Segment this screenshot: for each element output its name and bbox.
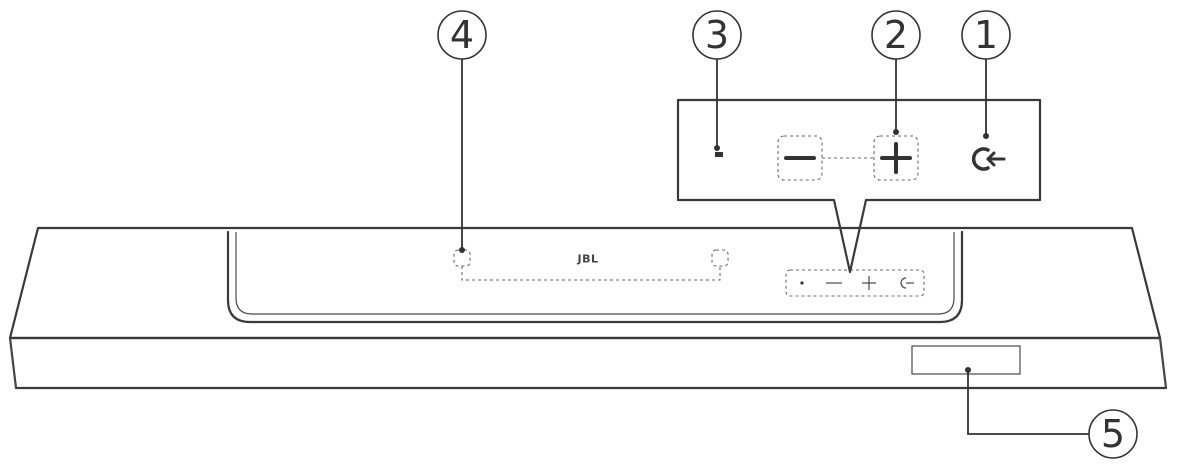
small-cluster-outline [785, 269, 925, 297]
callout-3-circle [692, 10, 742, 60]
callout-3-label: 3 [705, 13, 729, 57]
leader-4-dot [459, 247, 465, 253]
right-sensor-marker [711, 249, 729, 267]
callout-4-circle [437, 10, 487, 60]
volume-down-outline [777, 135, 823, 181]
callout-1-circle [961, 10, 1011, 60]
callout-2: 2 [871, 10, 921, 60]
zoom-callout-box [676, 98, 1042, 274]
top-panel-inner-outline [235, 232, 955, 315]
leader-5 [967, 370, 1090, 435]
callout-1: 1 [961, 10, 1011, 60]
callout-1-label: 1 [974, 13, 998, 57]
soundbar-right-edge [1159, 337, 1167, 389]
input-source-icon [971, 147, 990, 171]
small-button-cluster [785, 269, 925, 297]
soundbar-body [8, 226, 1168, 390]
callout-3: 3 [692, 10, 742, 60]
callout-numbers: 1 2 3 4 5 [437, 10, 1138, 459]
callout-2-circle [871, 10, 921, 60]
callout-2-label: 2 [884, 13, 908, 57]
leader-3-dot [714, 145, 720, 151]
leader-2-dot [893, 129, 899, 135]
sensor-link-dashed [461, 266, 721, 281]
top-sensor-group: JBL [453, 249, 729, 281]
callout-4: 4 [437, 10, 487, 60]
front-display-window [911, 345, 1021, 375]
leader-lines [459, 58, 1090, 435]
callout-5-label: 5 [1101, 412, 1125, 456]
small-status-dot [800, 281, 804, 285]
leader-5-dot [965, 367, 971, 373]
callout-5: 5 [1088, 409, 1138, 459]
input-source-arrow-head [986, 151, 996, 167]
status-indicator-icon [715, 152, 723, 157]
soundbar-left-edge [9, 337, 17, 389]
top-panel-outline [226, 230, 964, 324]
brand-logo: JBL [577, 253, 599, 266]
callout-4-label: 4 [450, 13, 474, 57]
zoom-callout [676, 98, 1042, 274]
leader-1-dot [983, 133, 989, 139]
volume-up-outline [873, 135, 919, 181]
small-source-icon-arc [900, 277, 907, 289]
callout-5-circle [1088, 409, 1138, 459]
top-panel-recess [226, 230, 964, 324]
